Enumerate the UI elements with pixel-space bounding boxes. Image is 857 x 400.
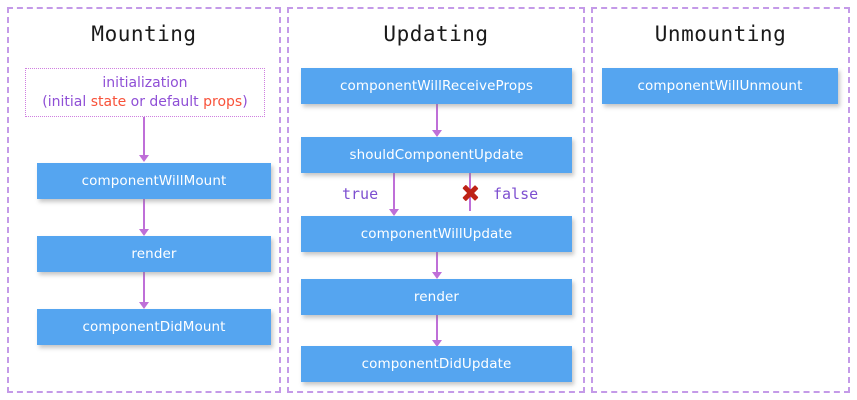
arrow-head-mount-3: [139, 302, 149, 309]
arrow-line-mount-2: [143, 199, 145, 229]
arrow-head-update-2: [432, 272, 442, 279]
init-keyword-props: props: [203, 93, 243, 110]
init-paren-close: ): [242, 93, 248, 110]
lifecycle-box-componentwillupdate[interactable]: componentWillUpdate: [301, 216, 572, 252]
branch-label-true: true: [342, 185, 379, 203]
init-paren-open: (initial: [42, 93, 91, 110]
branch-label-false: false: [493, 185, 539, 203]
initialization-line-2: (initial state or default props): [42, 93, 247, 112]
arrow-line-update-1: [436, 104, 438, 130]
arrow-head-mount-2: [139, 229, 149, 236]
phase-panel-unmounting: Unmounting: [591, 7, 850, 393]
phase-title-updating: Updating: [383, 22, 489, 46]
init-conjunction: or default: [126, 93, 204, 110]
initialization-line-1: initialization: [102, 74, 188, 91]
init-keyword-state: state: [90, 93, 127, 110]
arrow-line-mount-1: [143, 117, 145, 155]
lifecycle-box-componentwillreceiveprops[interactable]: componentWillReceiveProps: [301, 68, 572, 104]
lifecycle-box-mounting-render[interactable]: render: [37, 236, 271, 272]
lifecycle-box-updating-render[interactable]: render: [301, 279, 572, 315]
blocked-x-icon: [459, 182, 481, 204]
arrow-head-mount-1: [139, 155, 149, 162]
initialization-box: initialization (initial state or default…: [25, 68, 265, 117]
arrow-line-update-2: [436, 252, 438, 273]
arrow-head-update-3: [432, 340, 442, 347]
arrow-line-mount-3: [143, 272, 145, 302]
arrow-head-update-1: [432, 130, 442, 137]
phase-title-mounting: Mounting: [91, 22, 197, 46]
arrow-head-branch-true: [389, 209, 399, 216]
phase-title-unmounting: Unmounting: [654, 22, 787, 46]
lifecycle-box-componentdidupdate[interactable]: componentDidUpdate: [301, 346, 572, 382]
lifecycle-box-componentdidmount[interactable]: componentDidMount: [37, 309, 271, 345]
lifecycle-box-componentwillmount[interactable]: componentWillMount: [37, 163, 271, 199]
arrow-line-branch-true: [393, 173, 395, 209]
lifecycle-box-componentwillunmount[interactable]: componentWillUnmount: [602, 68, 838, 104]
lifecycle-box-shouldcomponentupdate[interactable]: shouldComponentUpdate: [301, 137, 572, 173]
arrow-line-update-3: [436, 315, 438, 341]
